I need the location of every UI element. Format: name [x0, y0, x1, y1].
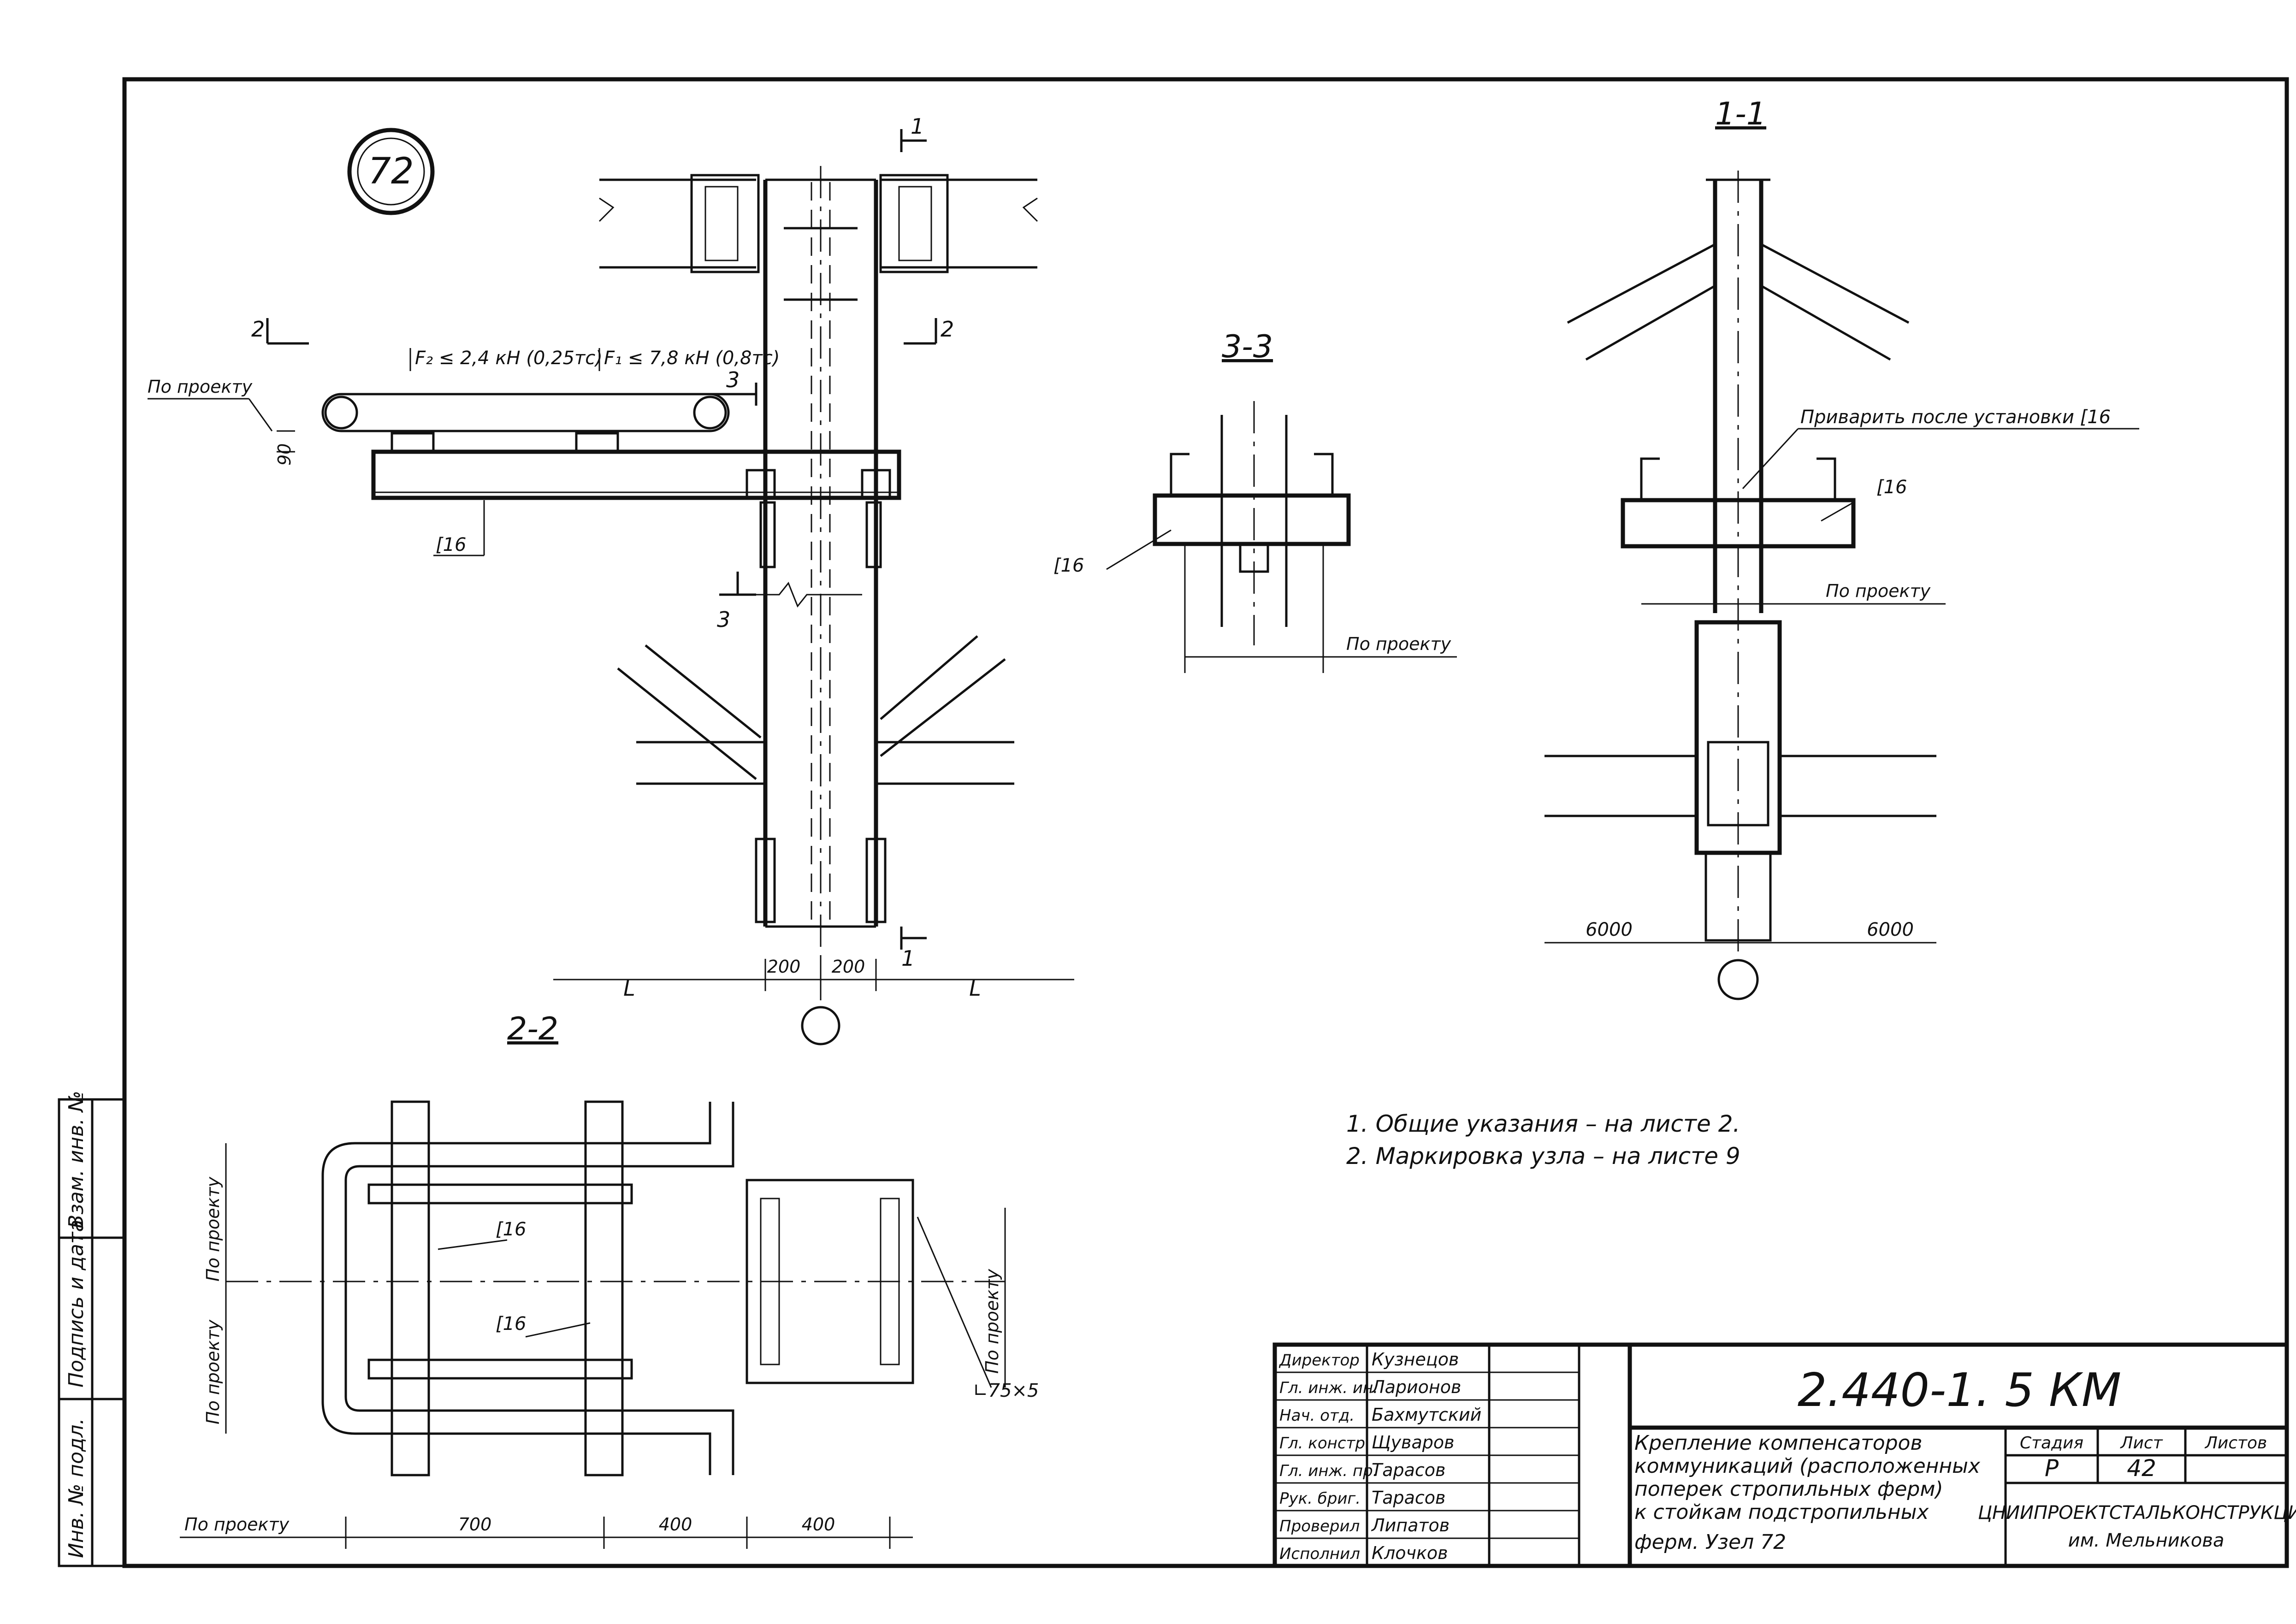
dim-700: 700 [458, 1514, 492, 1535]
section-1-1-title: 1-1 [1715, 96, 1766, 132]
org-subtitle: им. Мельникова [2068, 1530, 2225, 1551]
cut-mark-2-left: 2 [251, 317, 265, 342]
label-po-proektu-s33: По проекту [1346, 634, 1451, 654]
notes: 1. Общие указания – на листе 2. 2. Марки… [1346, 1110, 1740, 1169]
sheets-header: Листов [2204, 1434, 2267, 1453]
name-2: Ларионов [1371, 1377, 1461, 1397]
org-name: ЦНИИПРОЕКТСТАЛЬКОНСТРУКЦИЯ [1978, 1502, 2296, 1524]
label-weld-note: Приварить после установки [16 [1800, 407, 2111, 428]
outer-frame [122, 77, 2289, 1568]
cut-mark-2-right: 2 [941, 317, 954, 342]
node-number: 72 [368, 151, 414, 192]
title-line-2: коммуникаций (расположенных [1634, 1454, 1981, 1478]
label-po-proektu-plan-v2: По проекту [203, 1319, 223, 1424]
cut-mark-3-bottom: 3 [717, 607, 730, 632]
title-line-3: поперек стропильных ферм) [1634, 1477, 1943, 1501]
title-line-5: ферм. Узел 72 [1634, 1530, 1786, 1554]
dim-6000-left: 6000 [1586, 919, 1633, 940]
label-po-proektu-plan-v3: По проекту [982, 1269, 1002, 1374]
cut-mark-3-top: 3 [726, 367, 740, 392]
name-1: Кузнецов [1372, 1349, 1459, 1370]
sheet-header: Лист [2119, 1434, 2163, 1453]
role-5: Гл. инж. пр. [1279, 1462, 1378, 1480]
role-1: Директор [1278, 1351, 1360, 1370]
name-7: Липатов [1371, 1515, 1450, 1535]
stamp-signature-label: Подпись и дата [65, 1220, 88, 1388]
title-line-1: Крепление компенсаторов [1634, 1431, 1922, 1455]
title-block: Директор Кузнецов Гл. инж. ин. Ларионов … [1272, 1342, 2296, 1568]
load-f2: F₂ ≤ 2,4 кН (0,25тс) [415, 348, 603, 369]
section-1-1: 1-1 Приварить после установки [16 [16 По… [1544, 96, 2139, 1000]
load-f1: F₁ ≤ 7,8 кН (0,8тс) [604, 348, 780, 369]
cut-mark-1-bottom: 1 [901, 946, 915, 971]
label-po-proektu-plan-v1: По проекту [203, 1176, 223, 1281]
name-3: Бахмутский [1372, 1405, 1481, 1425]
main-elevation-view: 200 200 L L 90 По проекту [16 F₂ ≤ 2,4 к… [148, 114, 1074, 1045]
label-angle: ∟75×5 [973, 1380, 1039, 1401]
title-line-4: к стойкам подстропильных [1634, 1500, 1929, 1524]
stage-value: Р [2045, 1455, 2059, 1482]
dim-6000-right: 6000 [1867, 919, 1914, 940]
note-1: 1. Общие указания – на листе 2. [1346, 1110, 1740, 1137]
stamp-replacement-label: Взам. инв. № [65, 1091, 88, 1228]
label-c16-s11: [16 [1876, 477, 1907, 498]
dim-L-left: L [623, 976, 635, 1001]
label-po-proektu-plan-h: По проекту [184, 1514, 290, 1535]
title-block-role-grid [1275, 1371, 1579, 1539]
dim-200-right: 200 [832, 957, 865, 977]
role-2: Гл. инж. ин. [1279, 1379, 1378, 1397]
sheet-value: 42 [2127, 1455, 2156, 1482]
dim-90: 90 [274, 443, 295, 466]
dim-200-left: 200 [767, 957, 801, 977]
node-number-badge: 72 [347, 128, 435, 215]
cut-mark-1-top: 1 [911, 114, 924, 139]
label-po-proektu-main: По проекту [148, 377, 253, 397]
stamp-inventory-label: Инв. № подл. [65, 1418, 88, 1558]
name-6: Тарасов [1372, 1488, 1445, 1508]
name-8: Клочков [1372, 1543, 1448, 1563]
label-c16-main: [16 [436, 534, 467, 555]
doc-code: 2.440-1. 5 КМ [1798, 1363, 2121, 1417]
role-8: Исполнил [1279, 1545, 1360, 1563]
name-5: Тарасов [1372, 1460, 1445, 1480]
note-2: 2. Маркировка узла – на листе 9 [1346, 1143, 1740, 1169]
section-2-2: 2-2 [16 [16 ∟75×5 По проекту По проекту … [180, 1011, 1039, 1549]
label-c16-plan-bottom: [16 [496, 1313, 527, 1335]
role-7: Проверил [1279, 1517, 1360, 1535]
role-3: Нач. отд. [1279, 1406, 1355, 1425]
role-4: Гл. констр. [1279, 1434, 1370, 1453]
dim-L-right: L [969, 976, 981, 1001]
section-2-2-title: 2-2 [507, 1011, 558, 1047]
name-4: Щуваров [1372, 1432, 1455, 1453]
side-stamp: Взам. инв. № Подпись и дата Инв. № подл. [58, 1091, 126, 1567]
dim-400-b: 400 [802, 1514, 835, 1535]
role-6: Рук. бриг. [1279, 1489, 1361, 1508]
label-po-proektu-s11: По проекту [1826, 581, 1931, 601]
label-c16-plan-top: [16 [496, 1219, 527, 1240]
section-3-3: 3-3 [16 По проекту [1053, 329, 1457, 673]
label-c16-s33: [16 [1053, 555, 1084, 576]
stage-header: Стадия [2020, 1434, 2083, 1453]
dim-400-a: 400 [659, 1514, 692, 1535]
section-3-3-title: 3-3 [1222, 329, 1273, 365]
